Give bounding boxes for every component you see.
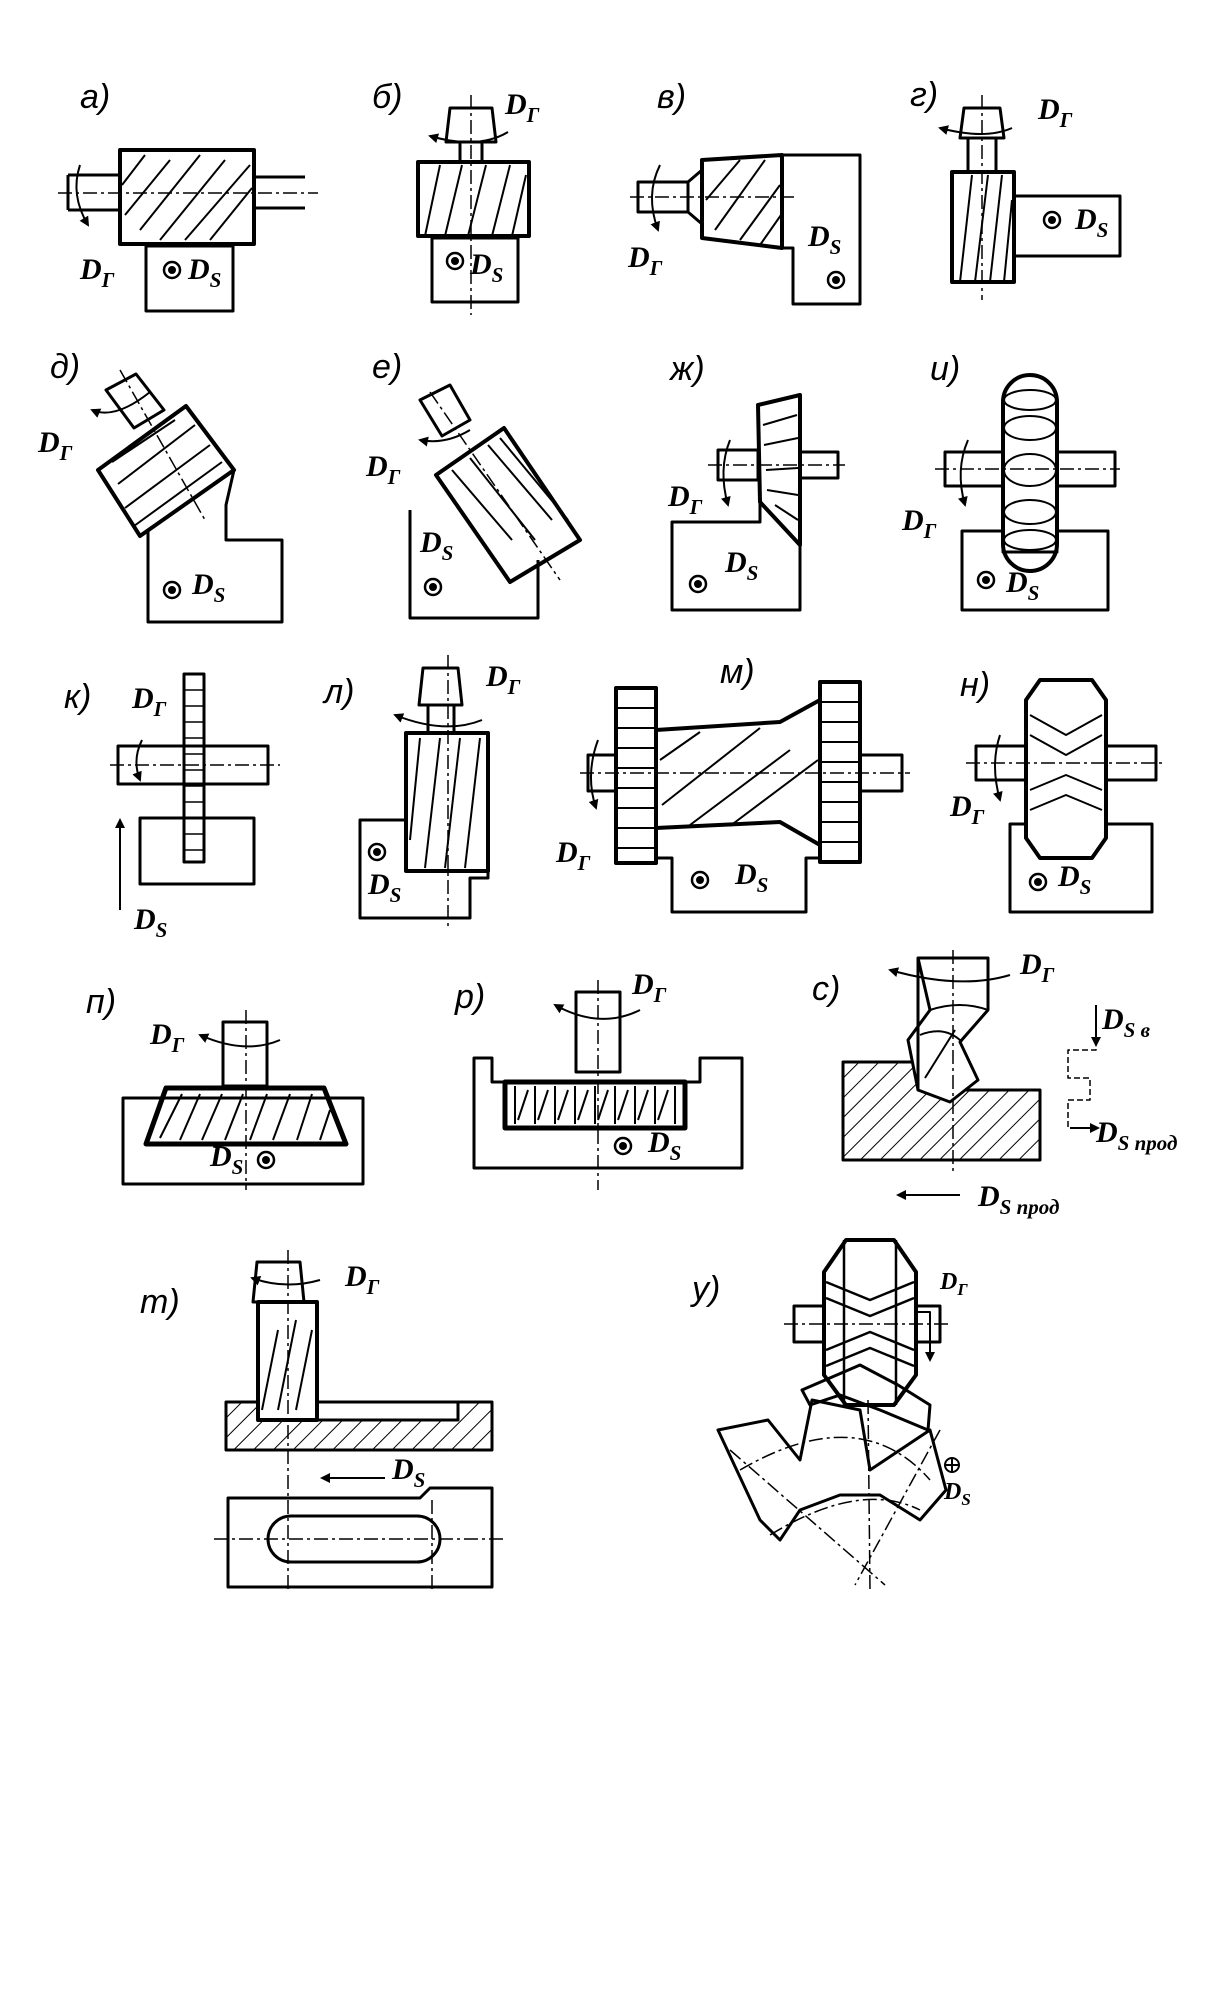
panel-t-drawing bbox=[214, 1250, 504, 1590]
panel-v-feed: DS bbox=[808, 220, 842, 259]
panel-a-feed: DS bbox=[188, 253, 222, 292]
panel-e-feed: DS bbox=[420, 526, 454, 565]
panel-k-feed: DS bbox=[134, 903, 168, 942]
panel-e-motion: DГ bbox=[366, 450, 401, 489]
panel-r-motion: DГ bbox=[632, 968, 667, 1007]
panel-i-drawing bbox=[935, 375, 1120, 610]
panel-zh-feed: DS bbox=[725, 546, 759, 585]
panel-n-drawing bbox=[966, 680, 1166, 912]
panel-m-feed: DS bbox=[735, 858, 769, 897]
panel-b-motion: DГ bbox=[505, 88, 540, 127]
panel-d-feed: DS bbox=[192, 568, 226, 607]
panel-d-label: д) bbox=[50, 348, 81, 386]
panel-v-label: в) bbox=[657, 78, 687, 116]
panel-u-motion: DГ bbox=[940, 1269, 968, 1299]
panel-b-drawing bbox=[418, 95, 529, 315]
panel-m-label: м) bbox=[720, 653, 755, 691]
panel-k-drawing bbox=[110, 674, 280, 910]
panel-i-motion: DГ bbox=[902, 504, 937, 543]
panel-g-drawing bbox=[938, 95, 1120, 300]
panel-s-feed-vertical: DS в bbox=[1102, 1003, 1150, 1042]
panel-m-drawing bbox=[580, 682, 910, 912]
panel-l-feed: DS bbox=[368, 868, 402, 907]
panel-r-drawing bbox=[474, 980, 742, 1190]
panel-p-drawing bbox=[123, 1010, 363, 1190]
panel-v-motion: DГ bbox=[628, 241, 663, 280]
panel-zh-motion: DГ bbox=[668, 480, 703, 519]
panel-a-label: а) bbox=[80, 78, 111, 116]
panel-v-drawing bbox=[630, 155, 860, 304]
panel-r-feed: DS bbox=[648, 1126, 682, 1165]
panel-s-drawing bbox=[843, 950, 1101, 1200]
panel-b-feed: DS bbox=[470, 248, 504, 287]
panel-g-feed: DS bbox=[1075, 203, 1109, 242]
panel-u-label: у) bbox=[692, 1270, 721, 1308]
panel-t-feed: DS bbox=[392, 1453, 426, 1492]
panel-g-motion: DГ bbox=[1038, 93, 1073, 132]
panel-g-label: г) bbox=[910, 76, 939, 114]
panel-k-label: к) bbox=[64, 678, 92, 716]
panel-d-drawing bbox=[90, 370, 282, 622]
panel-t-label: т) bbox=[140, 1283, 180, 1321]
panel-e-drawing bbox=[410, 385, 580, 618]
panel-l-motion: DГ bbox=[486, 660, 521, 699]
panel-l-label: л) bbox=[324, 673, 355, 711]
panel-t-motion: DГ bbox=[345, 1260, 380, 1299]
panel-p-feed: DS bbox=[210, 1140, 244, 1179]
panel-n-label: н) bbox=[960, 666, 991, 704]
panel-s-feed-longitudinal-right: DS прод bbox=[1096, 1116, 1178, 1155]
panel-zh-drawing bbox=[672, 395, 845, 610]
panel-s-motion: DГ bbox=[1020, 948, 1055, 987]
panel-u-drawing bbox=[718, 1240, 959, 1590]
panel-s-feed-longitudinal-bottom: DS прод bbox=[978, 1180, 1060, 1219]
panel-r-label: р) bbox=[455, 978, 486, 1016]
panel-i-feed: DS bbox=[1006, 566, 1040, 605]
panel-e-label: е) bbox=[372, 348, 403, 386]
panel-n-feed: DS bbox=[1058, 860, 1092, 899]
panel-a-motion: DГ bbox=[80, 253, 115, 292]
panel-b-label: б) bbox=[372, 78, 403, 116]
panel-d-motion: DГ bbox=[38, 426, 73, 465]
panel-k-motion: DГ bbox=[132, 682, 167, 721]
panel-s-label: с) bbox=[812, 970, 841, 1008]
panel-a-drawing bbox=[58, 150, 318, 311]
panel-n-motion: DГ bbox=[950, 790, 985, 829]
panel-m-motion: DГ bbox=[556, 836, 591, 875]
panel-u-feed: DS bbox=[944, 1479, 971, 1509]
panel-l-drawing bbox=[360, 655, 488, 930]
panel-p-motion: DГ bbox=[150, 1018, 185, 1057]
panel-p-label: п) bbox=[86, 983, 117, 1021]
panel-i-label: и) bbox=[930, 350, 961, 388]
panel-zh-label: ж) bbox=[670, 350, 705, 388]
